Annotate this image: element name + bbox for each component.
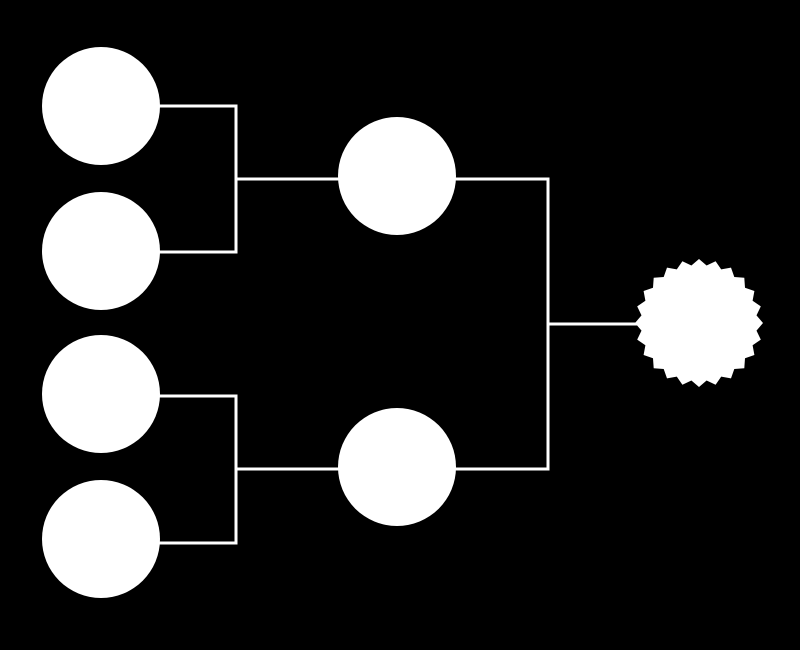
round2-slot-2[interactable] bbox=[338, 408, 456, 526]
round1-slot-4[interactable] bbox=[42, 480, 160, 598]
connector-r2-pair bbox=[455, 177, 550, 471]
bracket-nodes bbox=[42, 47, 763, 598]
round1-slot-1[interactable] bbox=[42, 47, 160, 165]
connector-r1-bottom-pair bbox=[158, 394, 238, 545]
round1-slot-2[interactable] bbox=[42, 192, 160, 310]
round2-slot-1[interactable] bbox=[338, 117, 456, 235]
bracket-connectors bbox=[158, 104, 640, 545]
round1-slot-3[interactable] bbox=[42, 335, 160, 453]
connector-r1-top-pair bbox=[158, 104, 238, 254]
winner-starburst[interactable] bbox=[635, 259, 763, 387]
